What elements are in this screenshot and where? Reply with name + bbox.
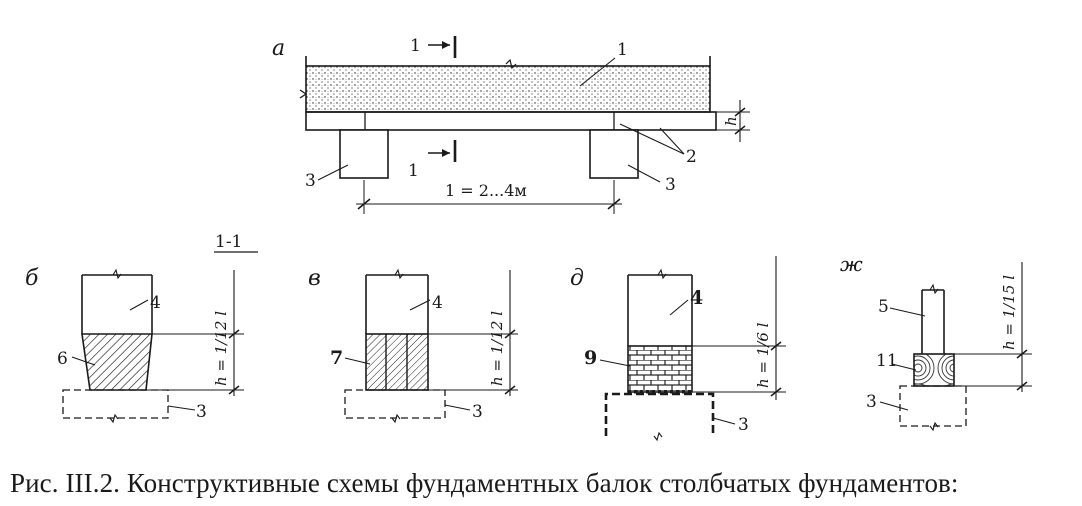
column-left — [339, 129, 389, 179]
section-mark-top: 1 — [410, 36, 457, 58]
section-mark-bottom: 1 — [408, 140, 457, 181]
callout-column-right: 3 — [665, 175, 676, 195]
svg-text:3: 3 — [866, 392, 877, 412]
scheme-a-label: а — [272, 36, 285, 61]
svg-text:h = 1/6 l: h = 1/6 l — [754, 322, 772, 388]
foundation-beam-d — [627, 345, 693, 393]
height-dimension: h — [716, 100, 750, 142]
svg-text:7: 7 — [330, 347, 343, 369]
svg-text:h = 1/12 l: h = 1/12 l — [212, 311, 230, 386]
scheme-v: в 4 7 3 h = 1/12 l — [308, 266, 518, 424]
svg-text:h: h — [722, 116, 740, 126]
svg-text:4: 4 — [690, 287, 703, 309]
svg-text:3: 3 — [196, 402, 207, 422]
svg-text:1: 1 — [410, 36, 421, 56]
foundation-beam-a — [305, 111, 717, 131]
footing-zh — [899, 385, 967, 427]
callout-column-left: 3 — [305, 171, 316, 191]
svg-text:1: 1 — [408, 161, 419, 181]
wall-a — [305, 65, 711, 113]
svg-text:3: 3 — [738, 415, 749, 435]
footing-d — [604, 392, 715, 436]
column-right — [589, 129, 639, 179]
foundation-beam-zh — [913, 353, 955, 387]
svg-text:4: 4 — [432, 293, 443, 313]
scheme-v-label: в — [308, 266, 321, 291]
callout-beam: 2 — [686, 147, 697, 167]
figure-caption: Рис. III.2. Конструктивные схемы фундаме… — [10, 468, 959, 498]
foundation-beam-b — [81, 333, 153, 391]
scheme-b: б 4 6 3 h = 1/12 l — [25, 266, 244, 424]
scheme-a: а 1 1 1 2 — [272, 36, 750, 214]
scheme-zh: ж 5 11 3 h = 1/15 l — [840, 252, 1032, 432]
svg-text:h = 1/15 l: h = 1/15 l — [1000, 275, 1018, 350]
section-title: 1-1 — [215, 232, 242, 252]
svg-text:3: 3 — [472, 402, 483, 422]
svg-text:9: 9 — [584, 347, 597, 369]
scheme-d: д 4 9 3 h = 1/6 l — [570, 256, 786, 442]
footing-v — [344, 389, 446, 419]
svg-text:1 = 2...4м: 1 = 2...4м — [445, 181, 527, 200]
callout-wall: 1 — [617, 40, 628, 60]
svg-text:h = 1/12 l: h = 1/12 l — [488, 311, 506, 386]
foundation-beam-v — [365, 333, 429, 391]
scheme-d-label: д — [570, 266, 584, 291]
scheme-b-label: б — [25, 266, 39, 291]
svg-text:6: 6 — [57, 349, 68, 369]
footing-b — [62, 389, 169, 419]
svg-text:4: 4 — [150, 293, 161, 313]
span-dimension: 1 = 2...4м — [356, 180, 622, 214]
svg-text:11: 11 — [876, 351, 898, 371]
svg-text:5: 5 — [878, 297, 889, 317]
scheme-zh-label: ж — [840, 252, 863, 276]
